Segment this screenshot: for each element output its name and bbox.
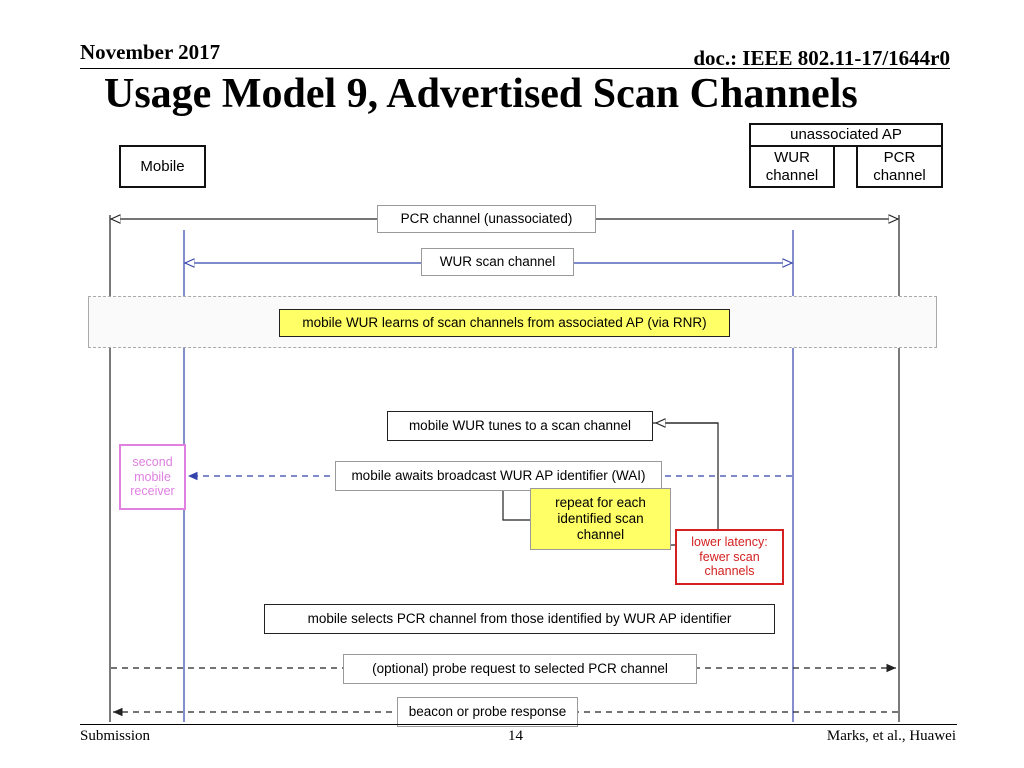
header-divider <box>80 68 950 69</box>
page-title: Usage Model 9, Advertised Scan Channels <box>104 71 858 117</box>
loop-left-line <box>502 491 530 521</box>
footer-page-number: 14 <box>508 728 523 744</box>
header-date: November 2017 <box>80 40 221 64</box>
awaits-wai-label: mobile awaits broadcast WUR AP identifie… <box>335 461 662 491</box>
footer-divider <box>80 724 957 725</box>
footer-submission: Submission <box>80 728 151 744</box>
mobile-participant: Mobile <box>119 145 206 188</box>
learns-scan-channels-label: mobile WUR learns of scan channels from … <box>279 309 730 337</box>
footer-authors: Marks, et al., Huawei <box>826 728 956 744</box>
header-doc-id: doc.: IEEE 802.11-17/1644r0 <box>693 46 950 70</box>
probe-request-label: (optional) probe request to selected PCR… <box>343 654 697 684</box>
wur-channel-participant: WUR channel <box>749 145 835 188</box>
pcr-channel-participant: PCR channel <box>856 145 943 188</box>
ap-participant: unassociated AP <box>749 123 943 147</box>
pcr-unassociated-label: PCR channel (unassociated) <box>377 205 596 233</box>
second-receiver-note: second mobile receiver <box>119 444 186 510</box>
repeat-loop-note: repeat for each identified scan channel <box>530 488 671 550</box>
beacon-response-label: beacon or probe response <box>397 697 578 727</box>
tunes-scan-channel-label: mobile WUR tunes to a scan channel <box>387 411 653 441</box>
lower-latency-note: lower latency: fewer scan channels <box>675 529 784 585</box>
selects-pcr-label: mobile selects PCR channel from those id… <box>264 604 775 634</box>
wur-scan-label: WUR scan channel <box>421 248 574 276</box>
